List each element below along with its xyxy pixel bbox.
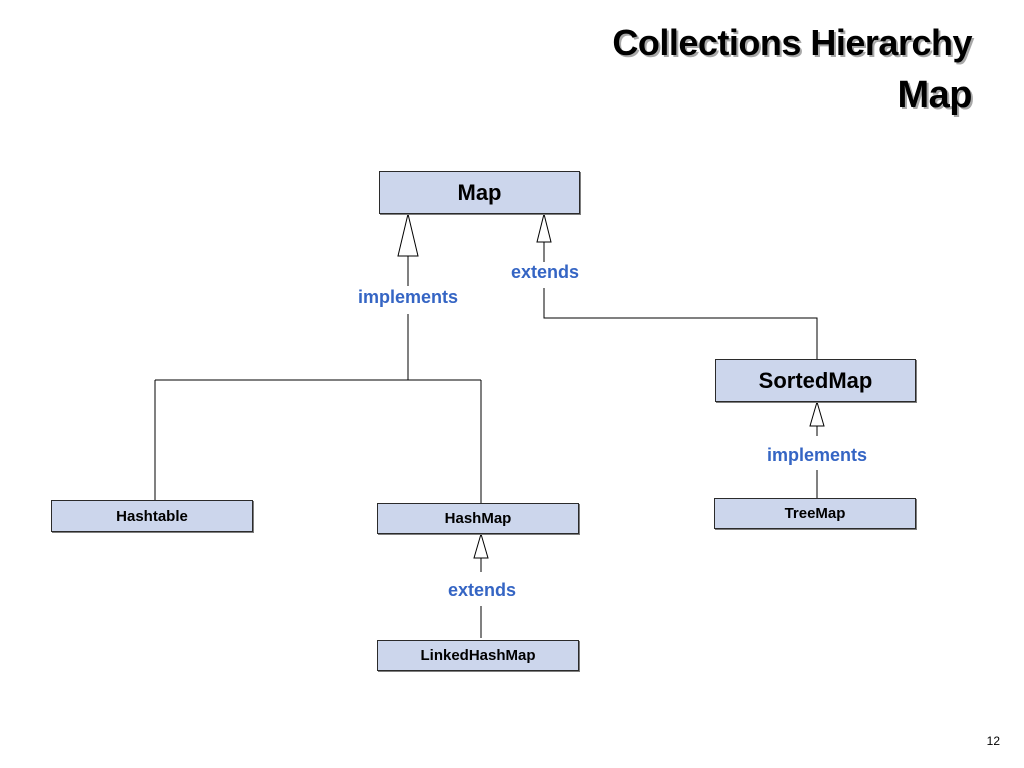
map-implements-label: implements	[357, 287, 459, 307]
slide-subtitle: Map	[897, 74, 973, 116]
slide-title: Collections Hierarchy	[612, 22, 972, 63]
sortedmap-box: SortedMap	[715, 359, 916, 402]
hashmap-box: HashMap	[377, 503, 579, 534]
hashtable-box: Hashtable	[51, 500, 253, 532]
treemap-box: TreeMap	[714, 498, 916, 529]
hashmap-extends-label: extends	[447, 580, 517, 600]
sortedmap-implements-arrowhead	[809, 400, 825, 427]
map-implements-arrowhead	[397, 213, 419, 257]
sortedmap-connector	[543, 288, 818, 359]
map-box: Map	[379, 171, 580, 214]
hashmap-extends-arrowhead	[473, 532, 489, 559]
map-extends-label: extends	[510, 262, 580, 282]
map-extends-arrowhead	[536, 213, 552, 243]
sortedmap-implements-label: implements	[766, 445, 868, 465]
page-number: 12	[986, 734, 1000, 748]
linkedhashmap-box: LinkedHashMap	[377, 640, 579, 671]
